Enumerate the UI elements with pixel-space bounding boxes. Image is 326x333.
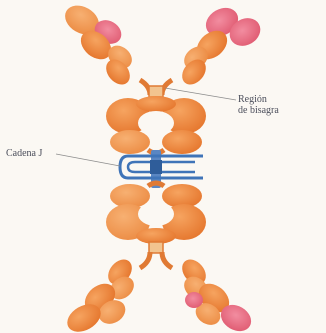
j-chain-leader-line [56,154,120,166]
hinge-label-line2: de bisagra [238,105,279,116]
bottom-hinge [140,242,172,268]
bottom-fc-ring [106,183,206,244]
top-monomer [60,0,265,154]
hinge-leader-line [165,88,236,100]
bottom-right-fab-arm [177,255,256,333]
j-chain-label: Cadena J [6,148,42,159]
top-fc-ring [106,96,206,154]
hinge-region-label: Región de bisagra [238,94,279,116]
top-left-fab-arm [60,0,136,89]
bottom-monomer [62,183,255,333]
bottom-left-fab-arm [62,255,138,333]
top-right-fab-arm [177,2,265,89]
hinge-label-line1: Región [238,94,279,105]
